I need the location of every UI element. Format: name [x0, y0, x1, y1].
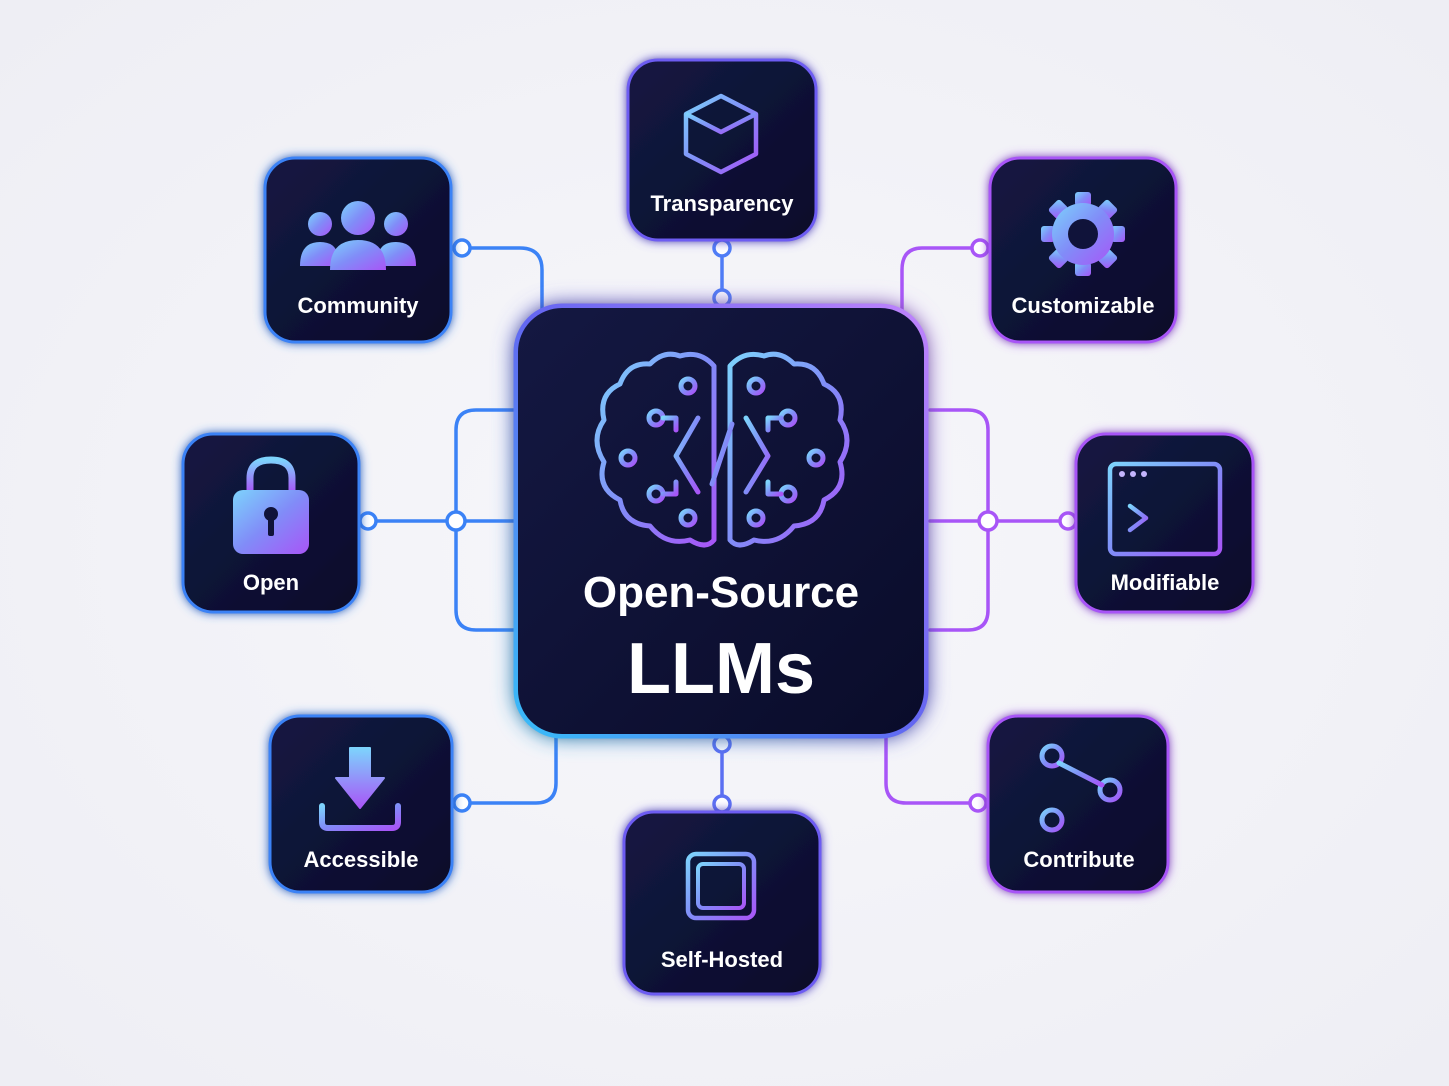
node-label-transparency: Transparency — [650, 191, 794, 216]
dot-accessible — [452, 793, 472, 813]
hub-card: Open-Source LLMs — [513, 303, 929, 739]
node-label-accessible: Accessible — [304, 847, 419, 872]
connector-customizable — [900, 246, 982, 314]
node-label-modifiable: Modifiable — [1111, 570, 1220, 595]
lock-icon — [233, 456, 309, 554]
node-label-contribute: Contribute — [1023, 847, 1134, 872]
chip-icon — [674, 840, 768, 932]
node-label-open: Open — [243, 570, 299, 595]
connector-contribute — [884, 733, 980, 805]
users-icon — [300, 201, 416, 270]
node-community[interactable]: Community — [263, 156, 453, 344]
gear-icon — [1041, 192, 1125, 276]
node-label-community: Community — [298, 293, 420, 318]
node-contribute[interactable]: Contribute — [986, 714, 1170, 894]
hub-title-line1: Open-Source — [583, 568, 859, 617]
brain-code-icon — [594, 351, 850, 548]
dot-self-hosted — [712, 794, 732, 814]
dot-community — [452, 238, 472, 258]
node-customizable[interactable]: Customizable — [988, 156, 1178, 344]
dot-transparency-top — [712, 238, 732, 258]
dot-open-junction — [445, 510, 467, 532]
connector-accessible — [460, 733, 558, 805]
node-open[interactable]: Open — [181, 432, 361, 614]
dot-customizable — [970, 238, 990, 258]
node-transparency[interactable]: Transparency — [626, 58, 818, 242]
dot-modifiable — [1058, 511, 1078, 531]
download-icon — [319, 747, 401, 831]
git-branch-icon — [1039, 743, 1123, 833]
dot-modifiable-junction — [977, 510, 999, 532]
node-label-self-hosted: Self-Hosted — [661, 947, 783, 972]
node-self-hosted[interactable]: Self-Hosted — [622, 810, 822, 996]
dot-contribute — [968, 793, 988, 813]
node-modifiable[interactable]: Modifiable — [1074, 432, 1255, 614]
dot-open — [358, 511, 378, 531]
hub-title-line2: LLMs — [627, 629, 815, 709]
node-label-customizable: Customizable — [1011, 293, 1154, 318]
node-accessible[interactable]: Accessible — [268, 714, 454, 894]
terminal-window-icon — [1107, 461, 1223, 557]
cube-icon — [683, 93, 759, 175]
connector-community — [460, 246, 544, 314]
